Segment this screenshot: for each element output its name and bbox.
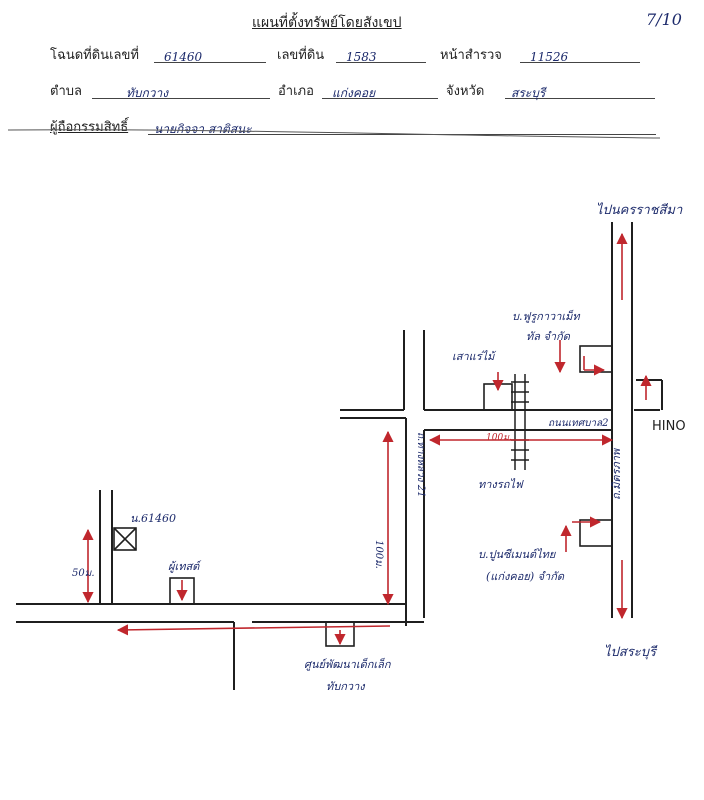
header-divider [7,129,661,139]
label-factory-top-l2: ทัล จำกัด [526,330,571,343]
label-road-name: ถนนเทศบาล2 [548,418,609,429]
survey-label: หน้าสำรวจ [440,48,502,63]
page-mark: 7/10 [646,10,682,29]
arrow-to-property [116,624,391,636]
province-label: จังหวัด [446,84,485,99]
survey-value: 11526 [530,50,569,64]
red-arrows [82,232,652,646]
pharmacy-building [169,577,195,605]
label-highway: ถ.มิตรภาพ [610,447,623,500]
owner-line: นายกิจจา สาติสนะ [148,118,656,136]
label-bamboo-shop: เสาแร่ไม้ [452,350,496,363]
roads [16,222,663,690]
land-no-label: เลขที่ดิน [277,48,325,63]
label-center-l1: ศูนย์พัฒนาเด็กเล็ก [304,657,392,671]
label-road-distance: 100ม. [486,433,512,443]
map-labels: ไปนครราชสีมา ไปสระบุรี HINO บ.ฟูรูกาวาเม… [72,202,686,693]
railway [511,374,529,470]
subdistrict-value: ทับกวาง [126,86,169,100]
land-no-line: 1583 [336,46,426,64]
page-title: แผนที่ตั้งทรัพย์โดยสังเขป [252,15,402,31]
property-box [113,527,137,551]
subdistrict-label: ตำบล [50,84,82,99]
deed-label: โฉนดที่ดินเลขที่ [50,48,139,63]
province-value: สระบุรี [511,86,546,100]
label-property: น.61460 [130,512,176,525]
label-factory-top-l1: บ.ฟูรูกาวาเม็ท [512,309,580,323]
label-50m: 50ม. [72,568,95,579]
label-to-saraburi: ไปสระบุรี [604,644,658,660]
survey-line: 11526 [520,46,640,64]
center-building [325,621,355,647]
owner-label: ผู้ถือกรรมสิทธิ์ [50,120,129,135]
label-side-road: ถ.ทางหลวง 21 [415,432,426,497]
land-no-value: 1583 [346,50,377,64]
label-hino: HINO [652,419,686,434]
subdistrict-line: ทับกวาง [92,82,270,100]
label-to-nakhon-ratchasima: ไปนครราชสีมา [596,202,683,218]
label-factory-bottom-l2: (แก่งคอย) จำกัด [486,570,565,583]
buildings [113,345,613,647]
label-railway: ทางรถไฟ [478,478,524,491]
owner-value: นายกิจจา สาติสนะ [154,122,252,136]
district-value: แก่งคอย [332,86,376,100]
factory-bottom-building [579,519,613,547]
label-factory-bottom-l1: บ.ปูนซีเมนต์ไทย [478,548,557,561]
label-center-l2: ทับกวาง [326,680,366,693]
label-side-road-distance: 100ม. [373,540,384,569]
district-line: แก่งคอย [322,82,438,100]
deed-value: 61460 [164,50,203,64]
label-pharmacy: ผู้เทสต์ [168,560,202,573]
province-line: สระบุรี [505,82,655,100]
deed-line: 61460 [154,46,266,64]
district-label: อำเภอ [278,84,314,99]
